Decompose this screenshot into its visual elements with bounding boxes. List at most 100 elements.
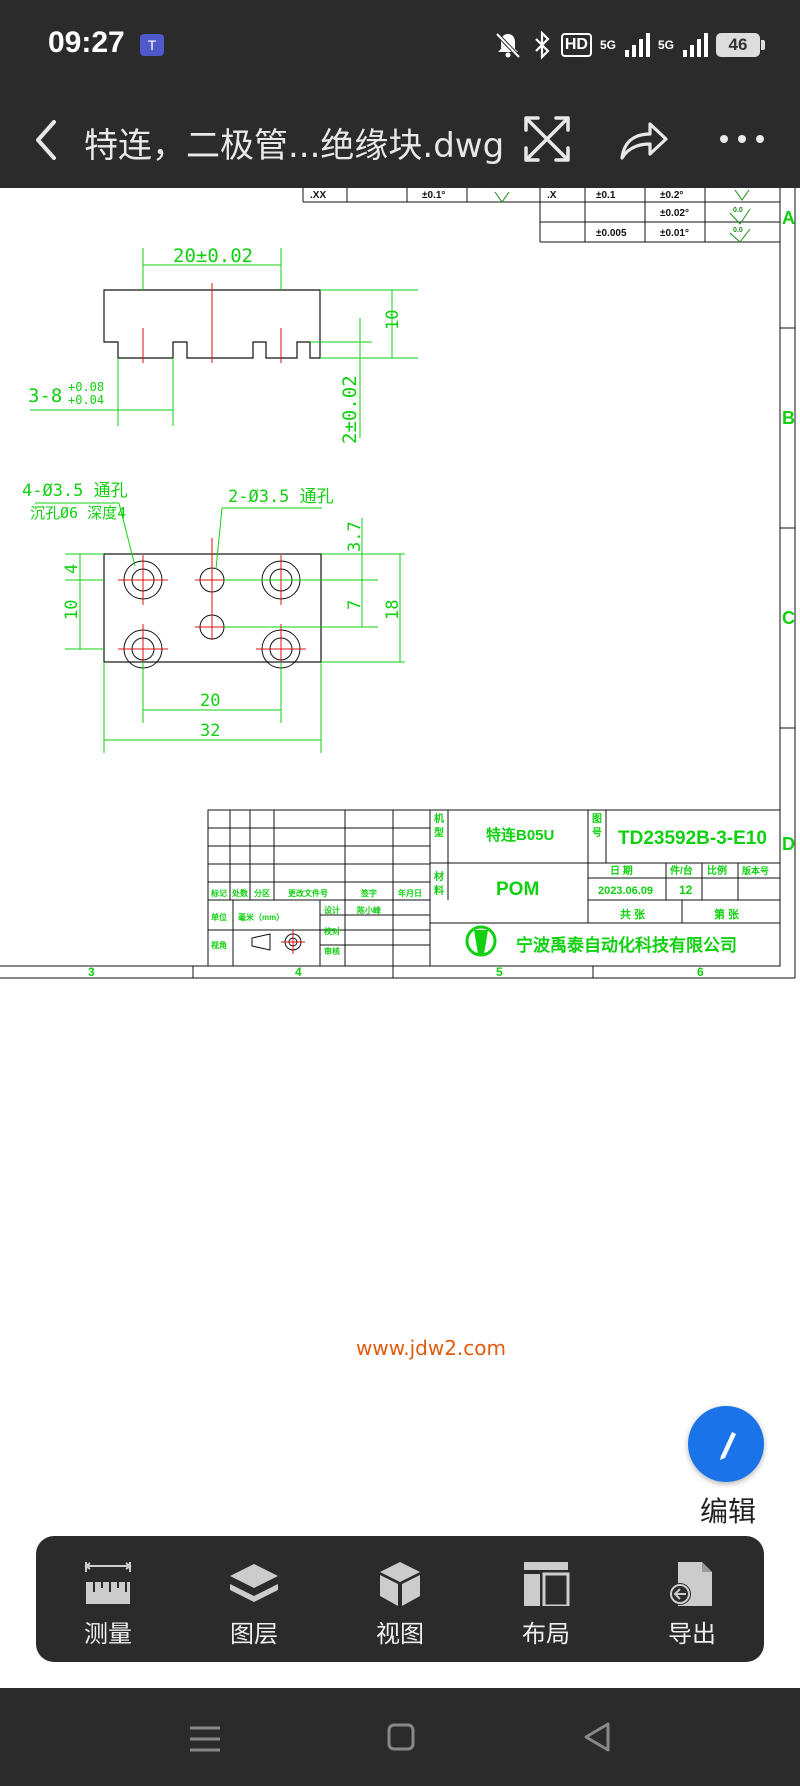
- hdr-doc: 更改文件号: [288, 888, 328, 898]
- label-holes-big-cb: 沉孔Ø6 深度4: [30, 504, 126, 522]
- tol-c7: ±0.005: [596, 228, 627, 239]
- zone-d: D: [782, 834, 795, 854]
- scale-label: 比例: [707, 864, 727, 877]
- hdr-zone: 分区: [254, 888, 270, 898]
- date-value: 2023.06.09: [598, 885, 653, 897]
- bluetooth-icon: [535, 30, 550, 60]
- dim-gap: 2±0.02: [339, 375, 361, 444]
- company-logo-icon: [465, 925, 497, 957]
- label-holes-big: 4-Ø3.5 通孔: [22, 481, 128, 501]
- edit-button[interactable]: [688, 1406, 764, 1482]
- tol-c4: ±0.1: [596, 190, 616, 201]
- back-button[interactable]: [26, 116, 66, 164]
- version-label: 版本号: [741, 865, 769, 876]
- material-value: POM: [496, 879, 539, 900]
- view-label: 视角: [211, 940, 227, 950]
- sheet-no: 第 张: [714, 907, 740, 921]
- qty-value: 12: [679, 883, 693, 897]
- zone-b: B: [782, 408, 795, 428]
- signal-icon: [624, 33, 650, 57]
- layers-tool[interactable]: 图层: [194, 1536, 314, 1662]
- qty-label: 件/台: [670, 864, 693, 877]
- zone-3: 3: [88, 965, 95, 979]
- hdr-count: 处数: [231, 888, 249, 898]
- dim-3-7: 3.7: [345, 521, 365, 552]
- tol-flat1: 0.0: [733, 207, 743, 214]
- system-nav-bar: [0, 1688, 800, 1786]
- signal-label-2: 5G: [657, 38, 674, 52]
- front-view: 20±0.02 10 3-8 +0.08 +0.04 2±0.02: [28, 245, 418, 444]
- material-label-2: 料: [434, 884, 444, 897]
- dim-4: 4: [62, 564, 82, 574]
- view-label: 视图: [376, 1620, 424, 1648]
- dim-slot-lower: +0.04: [68, 393, 104, 407]
- menu-nav-icon[interactable]: [188, 1724, 222, 1754]
- roughness-marks: [494, 189, 751, 243]
- dim-height-10: 10: [383, 310, 403, 330]
- unit-label: 单位: [211, 912, 227, 922]
- signal-icon-2: [683, 33, 708, 57]
- layout-icon: [524, 1562, 570, 1606]
- measure-tool[interactable]: 测量: [48, 1536, 168, 1662]
- unit-value: 毫米（mm）: [238, 912, 284, 922]
- check-label: 校对: [324, 926, 340, 936]
- back-nav-icon[interactable]: [580, 1720, 614, 1754]
- ruler-icon: [84, 1562, 132, 1604]
- tol-c6: ±0.02°: [660, 208, 689, 219]
- view-tool[interactable]: 视图: [340, 1536, 460, 1662]
- mute-icon: [495, 32, 521, 59]
- dim-slot-upper: +0.08: [68, 380, 104, 394]
- company-name: 宁波禹泰自动化科技有限公司: [516, 935, 737, 955]
- material-label-1: 材: [434, 870, 444, 883]
- drawing-canvas[interactable]: .XX ±0.1° .X ±0.1 ±0.2° ±0.02° ±0.005 ±0…: [0, 188, 800, 1488]
- tol-x: .X: [547, 190, 557, 201]
- hdr-mark: 标记: [210, 888, 227, 898]
- dim-20: 20: [200, 691, 220, 711]
- dim-slot: 3-8: [28, 385, 62, 407]
- projection-symbol: [251, 930, 305, 954]
- layout-tool[interactable]: 布局: [486, 1536, 606, 1662]
- zone-a: A: [782, 208, 795, 228]
- drawing-number: TD23592B-3-E10: [618, 828, 767, 849]
- model-label-2: 型: [434, 826, 444, 839]
- export-icon: [669, 1562, 712, 1606]
- document-title: 特连，二极管...绝缘块.dwg: [84, 126, 505, 166]
- dim-7: 7: [345, 600, 365, 610]
- zone-c: C: [782, 608, 795, 628]
- edit-label[interactable]: 编辑: [699, 1495, 756, 1528]
- dim-32: 32: [200, 721, 220, 741]
- dim-width-top: 20±0.02: [173, 245, 253, 267]
- dim-18: 18: [383, 600, 403, 620]
- hd-badge: HD: [560, 33, 592, 57]
- hdr-date: 年月日: [398, 888, 422, 898]
- share-button[interactable]: [618, 118, 670, 162]
- designer-name: 陈小峰: [357, 905, 381, 915]
- title-block: 标记 处数 分区 更改文件号 签字 年月日 单位 毫米（mm） 视角 设计 陈小…: [207, 809, 781, 967]
- measure-label: 测量: [84, 1620, 132, 1648]
- more-options-button[interactable]: [716, 114, 768, 164]
- model-label-1: 机: [434, 812, 444, 825]
- status-icons: HD 5G 5G 46: [493, 30, 765, 60]
- sheets-total: 共 张: [620, 907, 646, 921]
- battery-icon: 46: [716, 33, 765, 57]
- home-nav-icon[interactable]: [386, 1722, 416, 1752]
- zone-4: 4: [295, 965, 302, 979]
- export-tool[interactable]: 导出: [632, 1536, 752, 1662]
- model-value: 特连B05U: [486, 826, 554, 844]
- date-label: 日 期: [610, 864, 633, 877]
- hdr-sign: 签字: [360, 888, 377, 898]
- teams-icon: T: [140, 34, 164, 56]
- tolerance-table: .XX ±0.1° .X ±0.1 ±0.2° ±0.02° ±0.005 ±0…: [310, 190, 743, 239]
- tol-c2: ±0.1°: [422, 190, 445, 201]
- watermark: www.jdw2.com: [356, 1336, 506, 1360]
- tol-xx: .XX: [310, 190, 326, 201]
- fullscreen-button[interactable]: [522, 114, 572, 164]
- signal-label-1: 5G: [599, 38, 616, 52]
- drawing-no-label-2: 号: [592, 827, 602, 839]
- label-holes-small: 2-Ø3.5 通孔: [228, 487, 334, 507]
- title-bar: 特连，二极管...绝缘块.dwg: [0, 92, 800, 188]
- design-label: 设计: [324, 905, 340, 915]
- approve-label: 审核: [324, 946, 340, 956]
- dim-10: 10: [62, 600, 82, 620]
- status-bar: 09:27 T HD 5G 5G 46: [0, 0, 800, 92]
